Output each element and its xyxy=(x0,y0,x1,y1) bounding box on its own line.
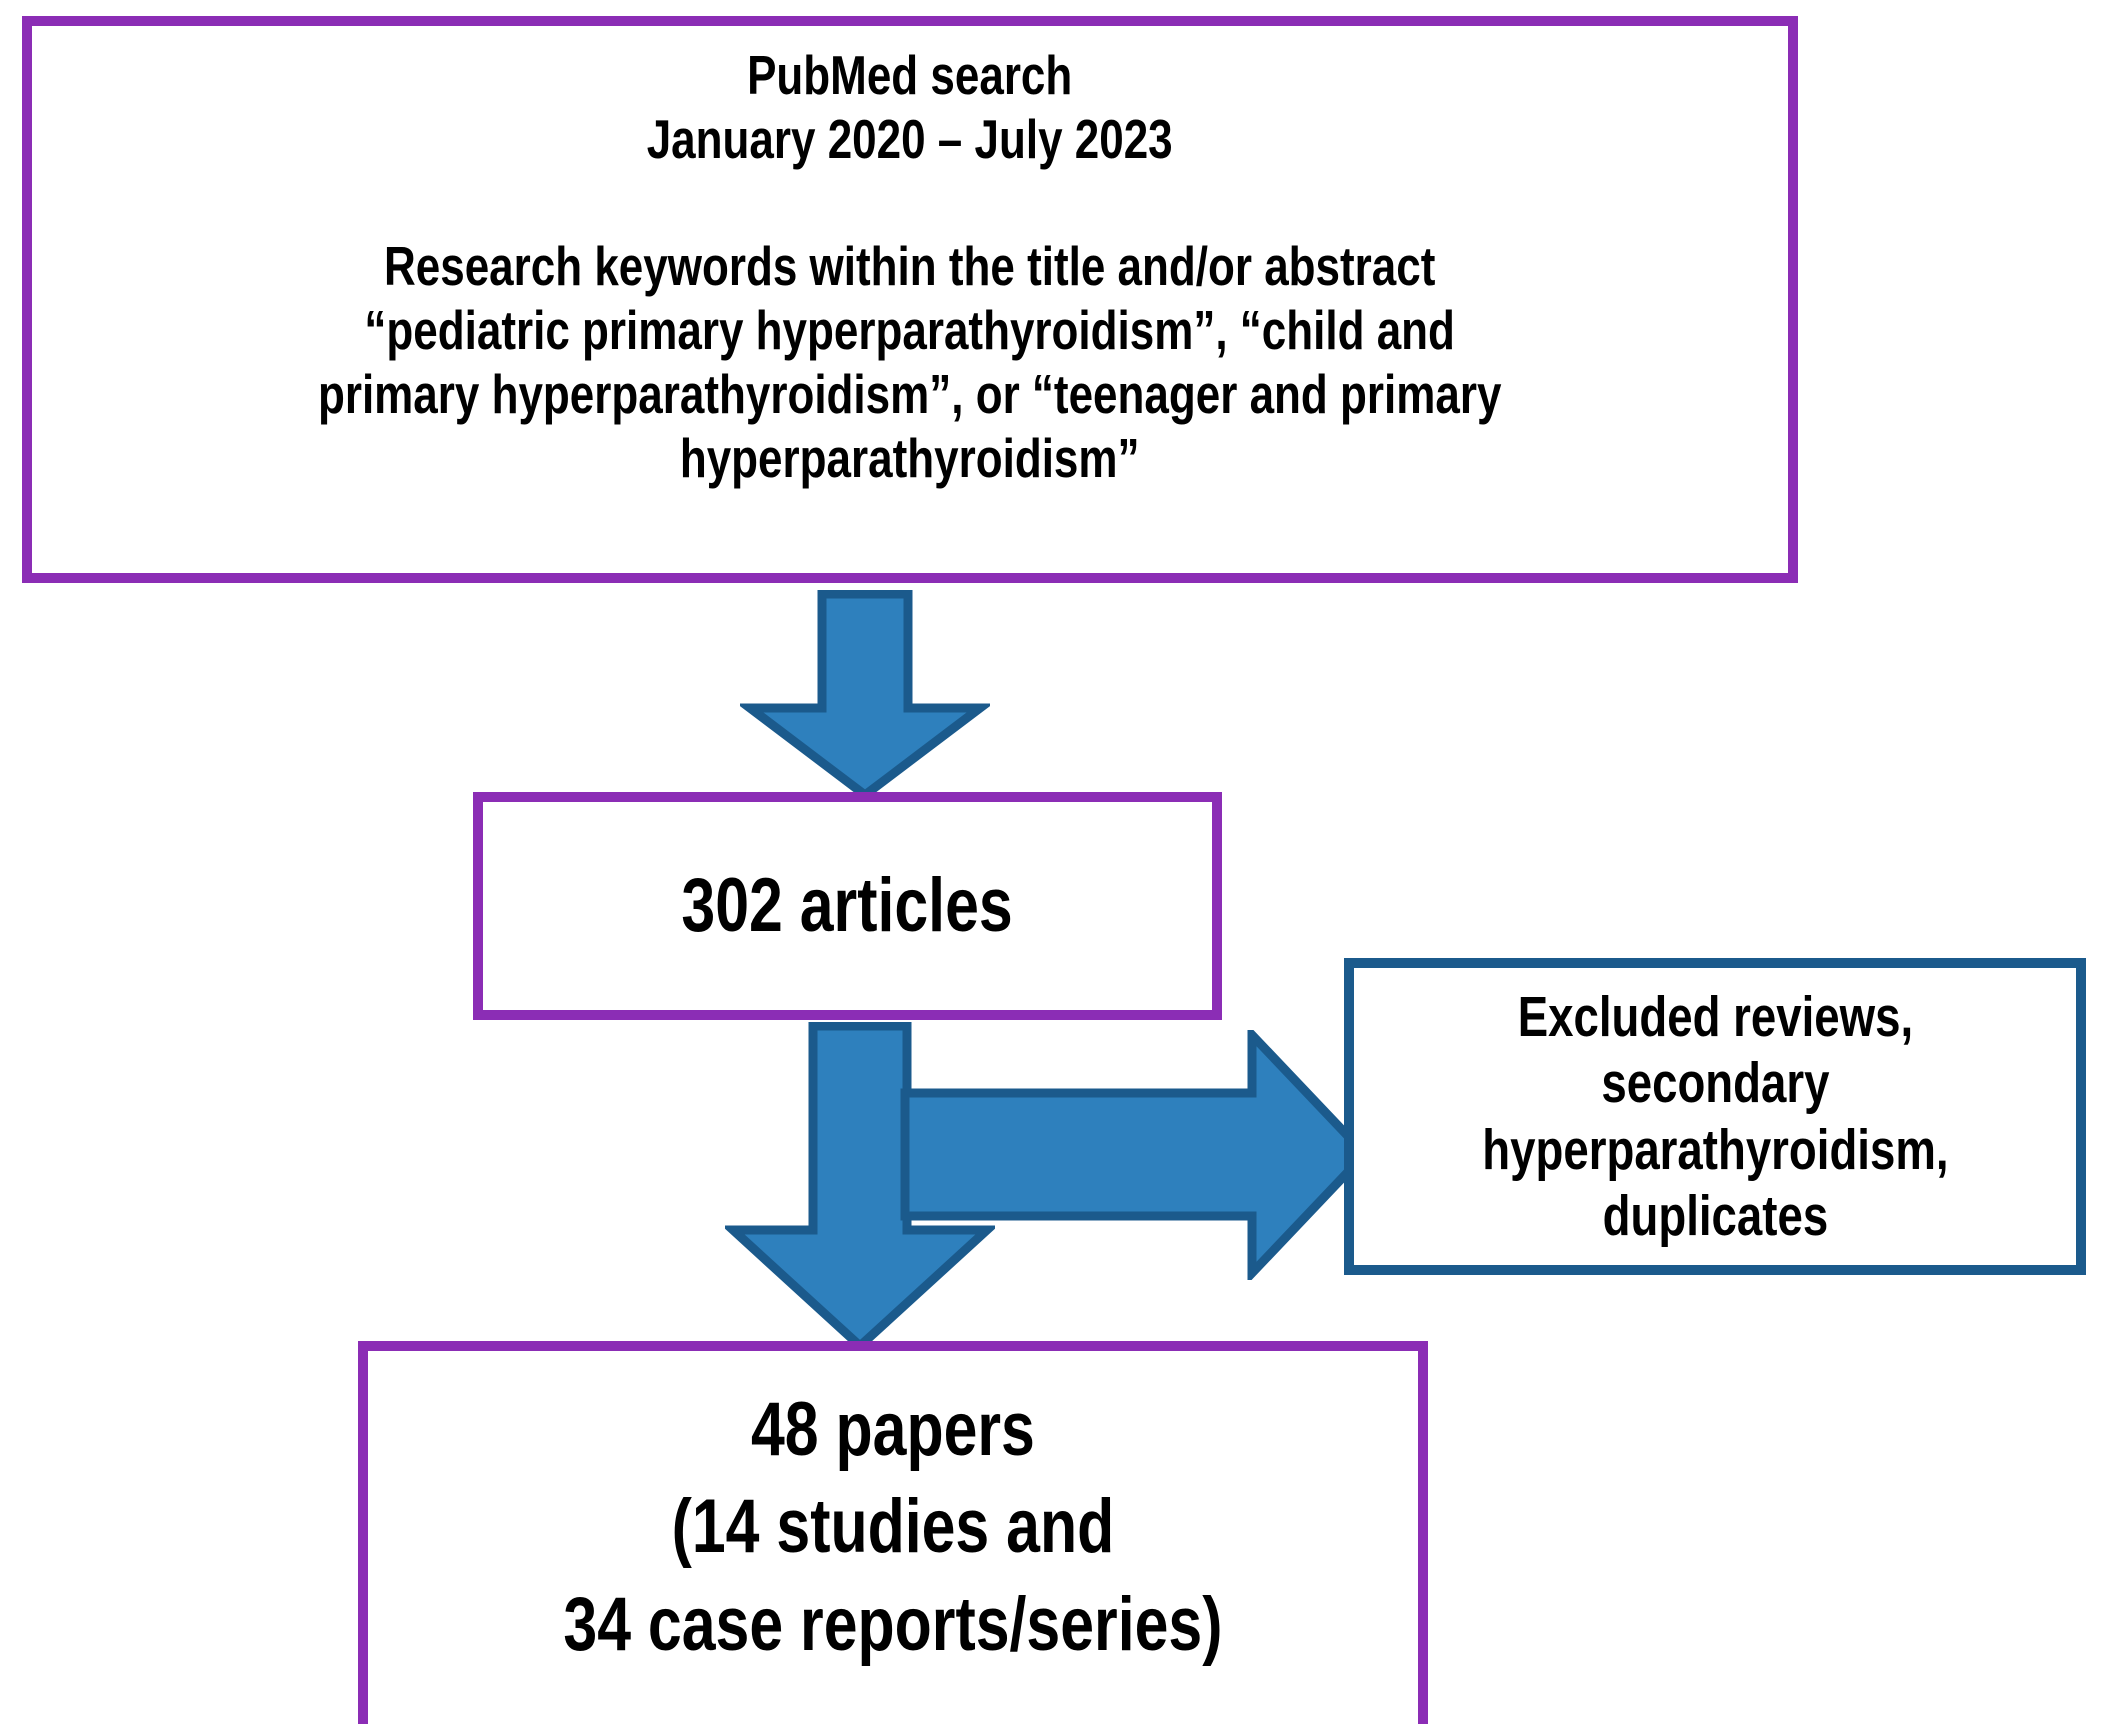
arrow-down-search-to-articles xyxy=(740,590,990,800)
included-papers-box: 48 papers (14 studies and 34 case report… xyxy=(358,1341,1428,1724)
excluded-criteria-text: Excluded reviews, secondary hyperparathy… xyxy=(1481,985,1949,1248)
arrow-down-articles-to-papers xyxy=(725,1022,995,1352)
pubmed-search-text: PubMed search January 2020 – July 2023 R… xyxy=(318,44,1502,489)
articles-count-box: 302 articles xyxy=(473,792,1222,1020)
articles-count-text: 302 articles xyxy=(681,862,1014,948)
pubmed-search-box: PubMed search January 2020 – July 2023 R… xyxy=(22,16,1798,583)
excluded-criteria-box: Excluded reviews, secondary hyperparathy… xyxy=(1344,958,2086,1275)
arrow-right-articles-to-excluded xyxy=(900,1030,1370,1280)
included-papers-text: 48 papers (14 studies and 34 case report… xyxy=(563,1387,1223,1667)
